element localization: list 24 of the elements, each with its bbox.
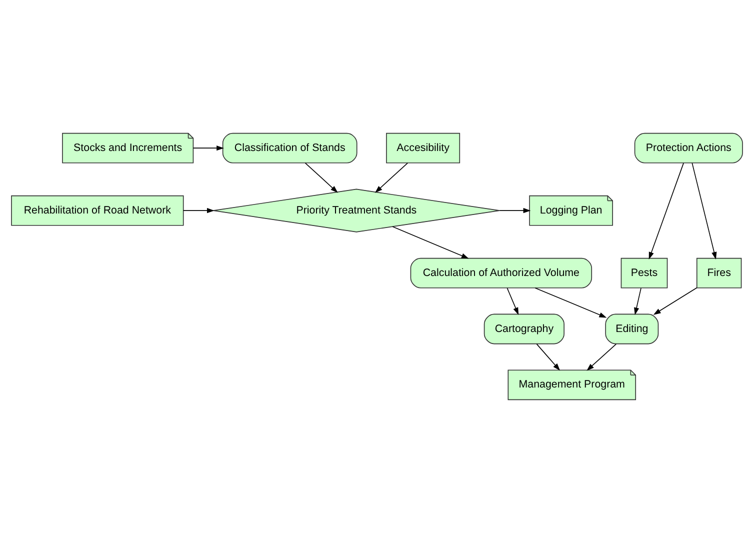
arrow: [586, 344, 617, 371]
arrow: [536, 344, 560, 371]
arrow: [634, 288, 642, 316]
arrow: [692, 162, 717, 260]
node-box: Rehabilitation of Road Network: [11, 195, 184, 226]
arrow: [192, 146, 224, 151]
arrow: [653, 287, 698, 315]
arrow: [374, 162, 408, 193]
node-box: Accesibility: [386, 132, 460, 164]
node-box: Cartography: [484, 314, 564, 344]
node-box: Protection Actions: [634, 132, 743, 164]
arrow: [183, 208, 214, 214]
node-box: Calculation of Authorized Volume: [410, 258, 592, 288]
node-box: Classification of Stands: [222, 132, 358, 164]
arrow: [506, 288, 519, 315]
arrow: [534, 288, 607, 318]
node-diamond: Priority Treatment Stands: [212, 188, 500, 232]
arrow: [392, 226, 469, 259]
node-box: Fires: [696, 258, 742, 288]
arrow: [648, 162, 684, 260]
node-box: Pests: [620, 258, 668, 288]
arrow: [499, 208, 531, 214]
arrow: [304, 162, 338, 193]
node-box: Editing: [605, 314, 659, 344]
